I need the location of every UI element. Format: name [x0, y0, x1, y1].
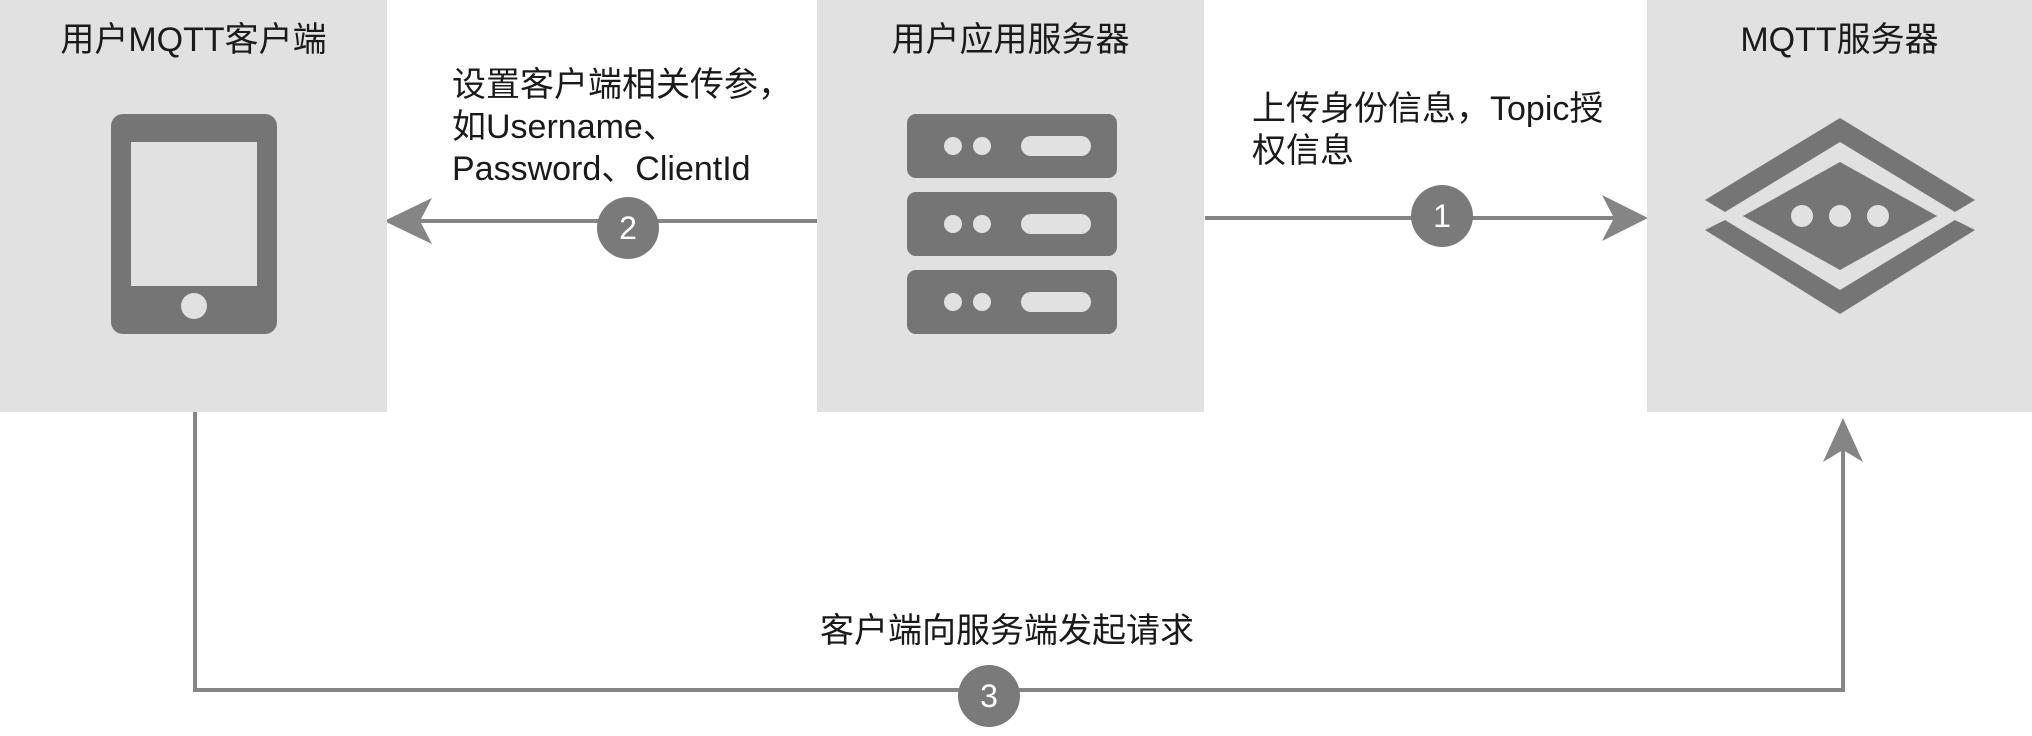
- arrow-step-1: 1: [1205, 185, 1648, 247]
- step-2-label-line-1: 设置客户端相关传参，: [452, 66, 792, 104]
- step-2-label-line-3: Password、ClientId: [452, 150, 751, 188]
- step-1-badge: [1411, 185, 1473, 247]
- client-panel: 用户MQTT客户端: [0, 0, 387, 412]
- tablet-icon: [111, 114, 277, 334]
- app-server-panel-title: 用户应用服务器: [891, 21, 1130, 59]
- server-rack-icon: [907, 114, 1117, 334]
- step-1-label-line-1: 上传身份信息，Topic授: [1252, 90, 1604, 128]
- arrowhead-step-3: [1823, 418, 1863, 462]
- step-3-number: 3: [980, 678, 998, 714]
- arrowhead-step-2: [384, 198, 432, 244]
- client-panel-title: 用户MQTT客户端: [60, 21, 327, 59]
- step-2-label-line-2: 如Username、: [452, 108, 677, 146]
- step-3-badge: [958, 665, 1020, 727]
- step-3-label: 客户端向服务端发起请求: [820, 610, 1194, 652]
- mqtt-server-panel: MQTT服务器: [1647, 0, 2032, 412]
- step-1-number: 1: [1433, 198, 1451, 234]
- step-2-number: 2: [619, 210, 637, 246]
- arrowhead-step-1: [1602, 195, 1648, 241]
- step-1-label: 上传身份信息，Topic授 权信息: [1252, 88, 1603, 172]
- step-2-label: 设置客户端相关传参， 如Username、 Password、ClientId: [452, 64, 792, 190]
- step-3-label-line-1: 客户端向服务端发起请求: [820, 612, 1194, 650]
- step-1-label-line-2: 权信息: [1252, 132, 1354, 170]
- app-server-panel: 用户应用服务器: [817, 0, 1204, 412]
- mqtt-broker-icon: [1705, 118, 1975, 314]
- arrow-step-2: 2: [384, 197, 820, 259]
- mqtt-server-panel-title: MQTT服务器: [1740, 21, 1939, 59]
- arrow-step-3: 3: [193, 412, 1863, 727]
- step-2-badge: [597, 197, 659, 259]
